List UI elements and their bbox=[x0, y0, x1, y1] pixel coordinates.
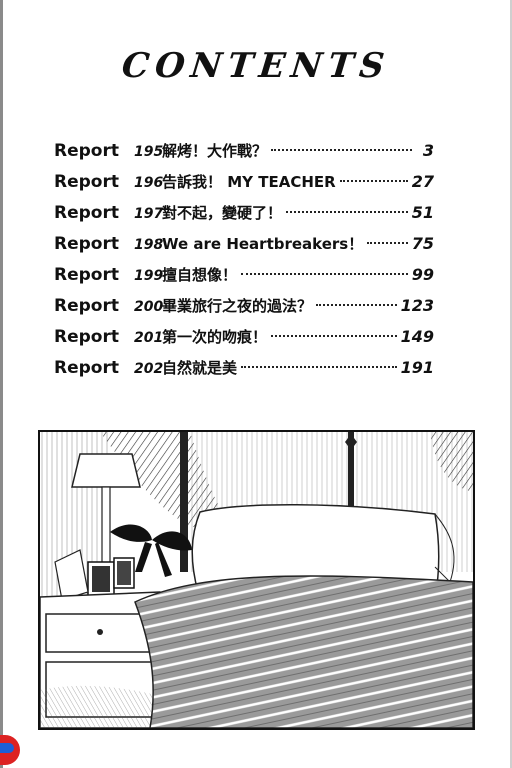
toc-report-label: Report bbox=[54, 203, 119, 223]
right-drape bbox=[430, 432, 473, 492]
toc-report-label: Report bbox=[54, 234, 119, 254]
toc-report-label: Report bbox=[54, 141, 119, 161]
toc-report-label: Report bbox=[54, 265, 119, 285]
toc-page-number: 75 bbox=[411, 234, 434, 253]
toc-report-number: 199 bbox=[134, 268, 164, 284]
toc-chapter-title: 解烤！大作戰？ bbox=[162, 142, 268, 160]
toc-chapter-title: We are Heartbreakers！ bbox=[162, 235, 364, 253]
lamp-shade bbox=[71, 453, 141, 488]
toc-leader-dots bbox=[271, 149, 412, 151]
page-left-edge bbox=[0, 0, 3, 768]
page-title: CONTENTS bbox=[119, 46, 393, 86]
toc-entry-198[interactable]: Report 198 We are Heartbreakers！ 75 bbox=[54, 233, 434, 264]
toc-report-number: 197 bbox=[134, 206, 164, 222]
toc-entry-202[interactable]: Report 202 自然就是美 191 bbox=[54, 357, 434, 388]
toc-report-label: Report bbox=[54, 172, 119, 192]
toc-page-number: 51 bbox=[411, 203, 434, 222]
toc-chapter-title: 自然就是美 bbox=[162, 359, 238, 377]
toc-leader-dots bbox=[367, 242, 408, 244]
toc-page-number: 123 bbox=[400, 296, 434, 315]
bedroom-illustration bbox=[38, 430, 475, 730]
toc-entry-195[interactable]: Report 195 解烤！大作戰？ 3 bbox=[54, 140, 434, 171]
toc-leader-dots bbox=[241, 273, 408, 275]
toc-report-number: 198 bbox=[134, 237, 164, 253]
toc-leader-dots bbox=[316, 304, 397, 306]
corner-tab-icon bbox=[0, 735, 20, 765]
toc-page-number: 27 bbox=[411, 172, 434, 191]
bow-ribbon bbox=[110, 524, 152, 542]
toc-report-label: Report bbox=[54, 327, 119, 347]
toc-chapter-title: 擅自想像！ bbox=[162, 266, 238, 284]
striped-blanket bbox=[134, 575, 473, 728]
toc-chapter-title: 告訴我！ MY TEACHER bbox=[162, 173, 336, 191]
toc-report-number: 201 bbox=[134, 330, 164, 346]
toc-entry-199[interactable]: Report 199 擅自想像！ 99 bbox=[54, 264, 434, 295]
bedroom-drawing bbox=[40, 432, 473, 728]
toc-report-number: 196 bbox=[134, 175, 164, 191]
toc-report-number: 195 bbox=[134, 144, 164, 160]
toc-chapter-title: 畢業旅行之夜的過法？ bbox=[162, 297, 313, 315]
toc-report-label: Report bbox=[54, 358, 119, 378]
table-of-contents: Report 195 解烤！大作戰？ 3 Report 196 告訴我！ MY … bbox=[54, 140, 434, 388]
toc-page-number: 149 bbox=[400, 327, 434, 346]
toc-chapter-title: 對不起，變硬了！ bbox=[162, 204, 283, 222]
toc-entry-196[interactable]: Report 196 告訴我！ MY TEACHER 27 bbox=[54, 171, 434, 202]
toc-report-number: 202 bbox=[134, 361, 164, 377]
toc-entry-201[interactable]: Report 201 第一次的吻痕！ 149 bbox=[54, 326, 434, 357]
headboard-post-right bbox=[348, 432, 354, 507]
toc-chapter-title: 第一次的吻痕！ bbox=[162, 328, 268, 346]
toc-report-number: 200 bbox=[134, 299, 164, 315]
toc-page-number: 191 bbox=[400, 358, 434, 377]
toc-report-label: Report bbox=[54, 296, 119, 316]
toc-page-number: 3 bbox=[422, 141, 434, 160]
toc-leader-dots bbox=[271, 335, 397, 337]
toc-leader-dots bbox=[286, 211, 408, 213]
toc-entry-200[interactable]: Report 200 畢業旅行之夜的過法？ 123 bbox=[54, 295, 434, 326]
toc-entry-197[interactable]: Report 197 對不起，變硬了！ 51 bbox=[54, 202, 434, 233]
headboard-post-left bbox=[180, 432, 188, 572]
toc-leader-dots bbox=[241, 366, 397, 368]
toc-leader-dots bbox=[339, 180, 408, 182]
page-right-edge bbox=[510, 0, 512, 768]
toc-page-number: 99 bbox=[411, 265, 434, 284]
tissue-box bbox=[54, 549, 89, 601]
